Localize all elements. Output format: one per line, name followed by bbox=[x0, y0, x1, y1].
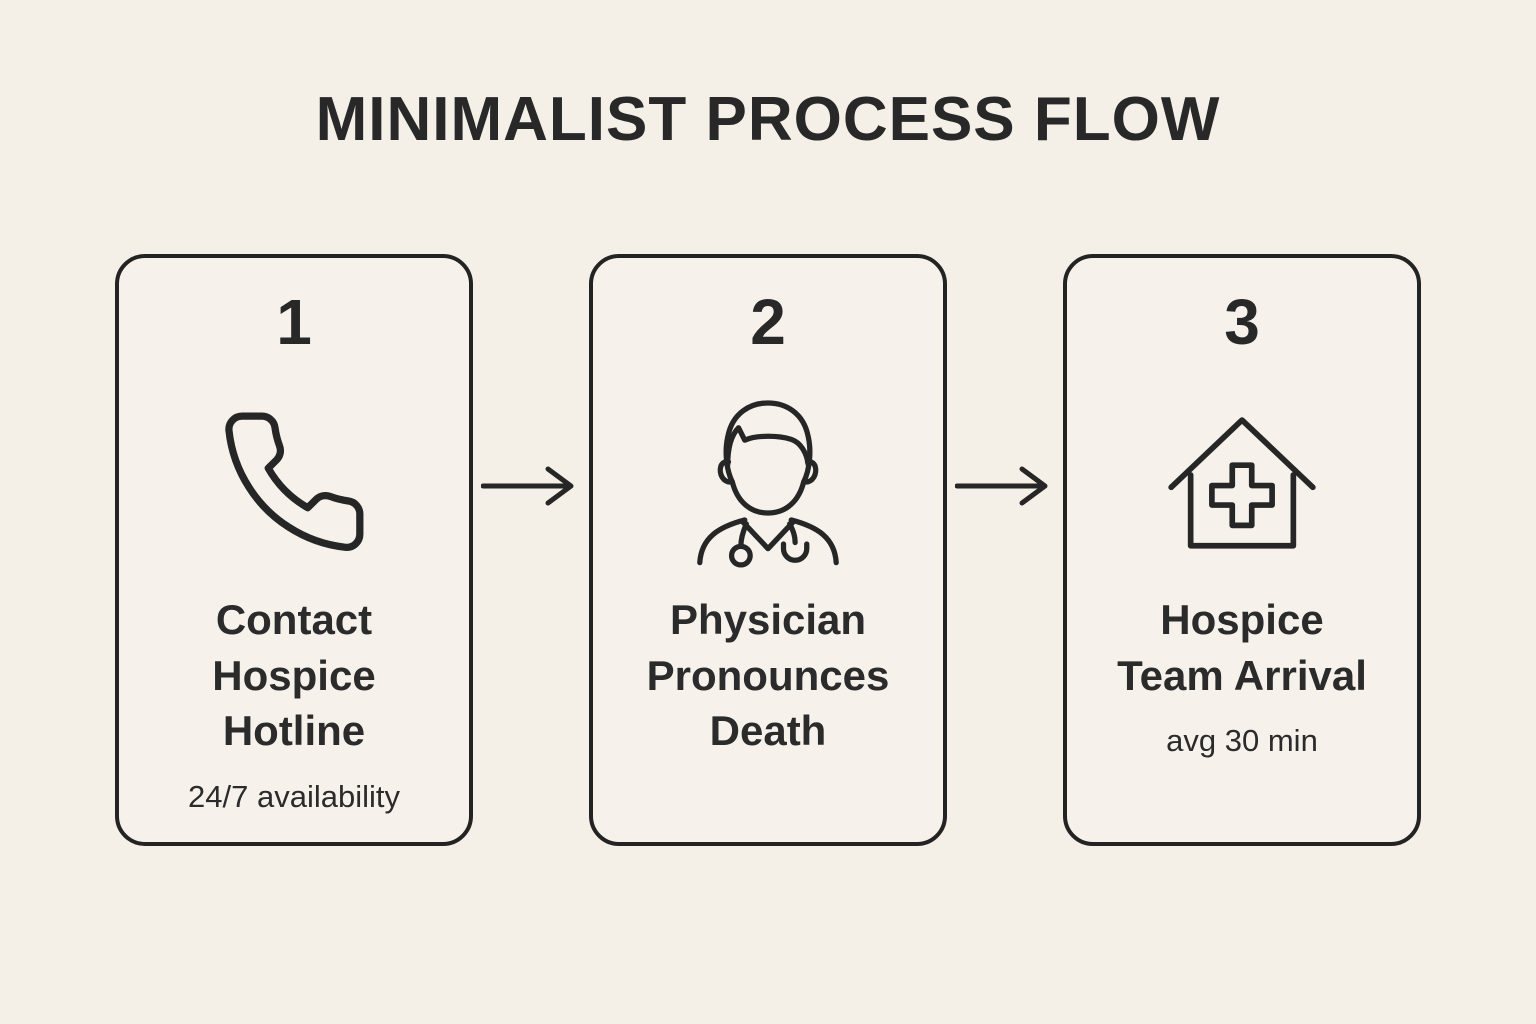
step-title-line: Hotline bbox=[222, 707, 366, 755]
step-subtitle: 24/7 availability bbox=[188, 778, 400, 814]
step-subtitle: avg 30 min bbox=[1166, 723, 1318, 759]
arrow-right-icon bbox=[480, 464, 581, 513]
step-title-line: Death bbox=[709, 707, 827, 755]
phone-handset-icon bbox=[215, 382, 373, 582]
hospice-house-cross-icon bbox=[1153, 382, 1331, 582]
step-number: 2 bbox=[750, 286, 786, 359]
page-title: MINIMALIST PROCESS FLOW bbox=[315, 85, 1221, 154]
physician-icon bbox=[675, 382, 861, 582]
step-title-line: Contact bbox=[215, 596, 373, 644]
arrow-right-icon bbox=[954, 464, 1055, 513]
step-number: 3 bbox=[1224, 286, 1260, 359]
process-flow: 1 Contact Hospice Hotline 24/7 availabil… bbox=[0, 254, 1536, 847]
step-title: Physician Pronounces Death bbox=[647, 592, 890, 758]
step-title-line: Team Arrival bbox=[1117, 651, 1367, 699]
step-title-line: Hospice bbox=[212, 651, 376, 699]
step-card-3: 3 Hospice Team Arrival avg 30 min bbox=[1063, 254, 1421, 847]
step-title-line: Physician bbox=[669, 596, 867, 644]
step-title-line: Pronounces bbox=[646, 651, 890, 699]
step-card-2: 2 bbox=[589, 254, 947, 847]
step-card-1: 1 Contact Hospice Hotline 24/7 availabil… bbox=[115, 254, 473, 847]
step-title-line: Hospice bbox=[1160, 596, 1324, 644]
step-title: Contact Hospice Hotline bbox=[212, 592, 375, 758]
step-number: 1 bbox=[276, 286, 312, 359]
step-title: Hospice Team Arrival bbox=[1117, 592, 1367, 703]
